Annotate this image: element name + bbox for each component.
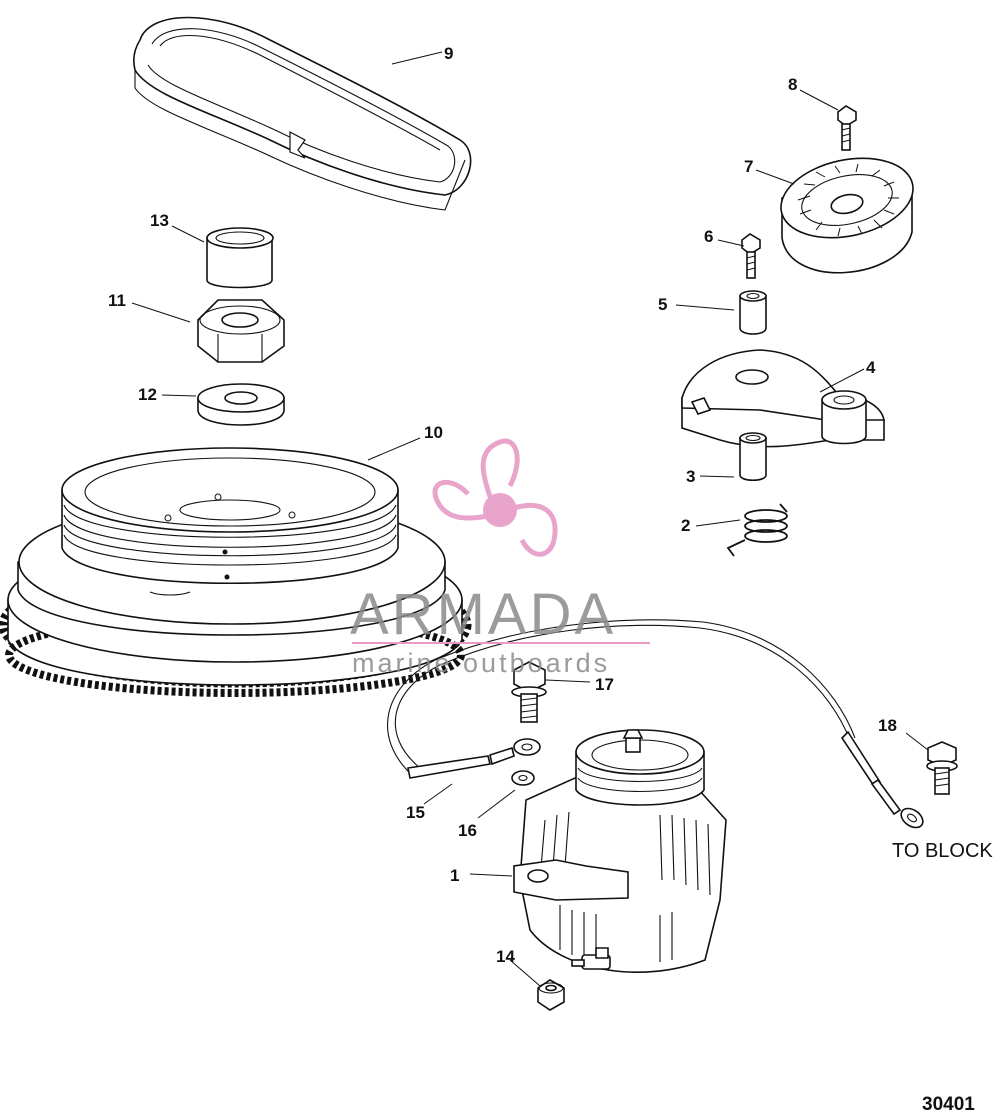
- watermark-tagline: marine outboards: [352, 648, 610, 678]
- spacer-sleeve: [739, 290, 767, 335]
- bolt-short: [741, 233, 761, 279]
- lock-washer: [511, 770, 535, 786]
- callout-9: 9: [444, 44, 453, 63]
- callout-14: 14: [496, 947, 515, 966]
- callout-5: 5: [658, 295, 667, 314]
- armada-watermark: ARMADA marine outboards: [350, 438, 650, 678]
- callout-16: 16: [458, 821, 477, 840]
- bushing: [206, 227, 274, 289]
- callout-3: 3: [686, 467, 695, 486]
- callout-17: 17: [595, 675, 614, 694]
- alternator: [513, 729, 727, 974]
- callout-4: 4: [866, 358, 876, 377]
- tensioner-arm: [681, 349, 885, 448]
- idler-bolt: [837, 105, 857, 151]
- callout-18: 18: [878, 716, 897, 735]
- propeller-logo-icon: [432, 438, 558, 557]
- callout-6: 6: [704, 227, 713, 246]
- flywheel-pulley: [0, 447, 472, 697]
- callout-7: 7: [744, 157, 753, 176]
- leader-lines: [131, 51, 929, 987]
- pivot-bushing: [739, 432, 767, 482]
- washer: [197, 383, 285, 426]
- callout-11: 11: [108, 291, 126, 310]
- callout-8: 8: [788, 75, 797, 94]
- callout-12: 12: [138, 385, 157, 404]
- callout-2: 2: [681, 516, 690, 535]
- drive-belt: [133, 16, 472, 211]
- callout-15: 15: [406, 803, 425, 822]
- figure-number: 30401: [922, 1094, 975, 1115]
- idler-pulley: [780, 157, 914, 274]
- alternator-bolt: [511, 661, 547, 723]
- callout-13: 13: [150, 211, 169, 230]
- torsion-spring: [726, 503, 788, 557]
- callout-labels: 9 8 7 6 5 4 3 2 13 11 12 10 17 18 15 16 …: [108, 44, 897, 966]
- alternator-nut: [537, 979, 565, 1011]
- callout-1: 1: [450, 866, 459, 885]
- ground-bolt: [926, 741, 958, 795]
- to-block-note: TO BLOCK: [892, 840, 993, 862]
- ground-wire: [387, 619, 924, 829]
- watermark-brand: ARMADA: [350, 582, 616, 647]
- callout-10: 10: [424, 423, 443, 442]
- hex-nut: [197, 299, 285, 363]
